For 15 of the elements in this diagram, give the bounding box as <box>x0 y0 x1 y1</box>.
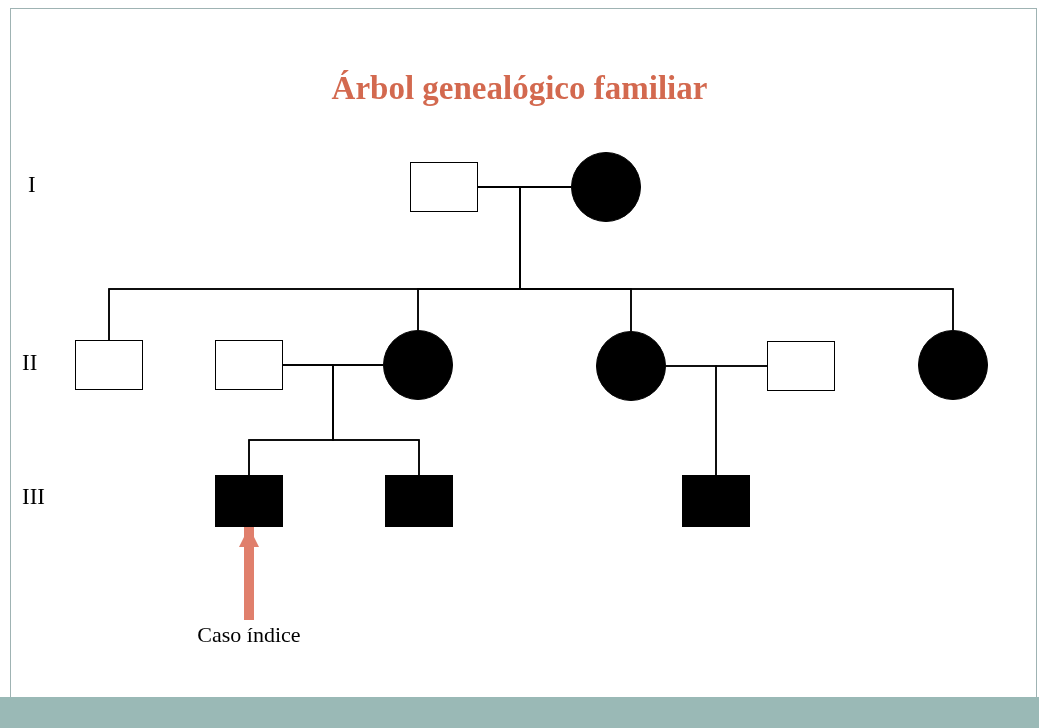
generation-label: III <box>22 484 45 510</box>
pedigree-line <box>332 364 420 476</box>
generation-label: II <box>22 350 38 376</box>
affected-male-square <box>385 475 453 527</box>
affected-male-square <box>215 475 283 527</box>
diagram-title: Árbol genealógico familiar <box>330 70 709 107</box>
pedigree-line <box>715 365 768 476</box>
unaffected-male-square <box>410 162 478 212</box>
unaffected-male-square <box>215 340 283 390</box>
pointer-arrow <box>239 527 259 620</box>
unaffected-male-square <box>767 341 835 391</box>
unaffected-male-square <box>75 340 143 390</box>
affected-male-square <box>682 475 750 527</box>
generation-label: I <box>28 172 36 198</box>
proband-label: Caso índice <box>197 622 301 648</box>
